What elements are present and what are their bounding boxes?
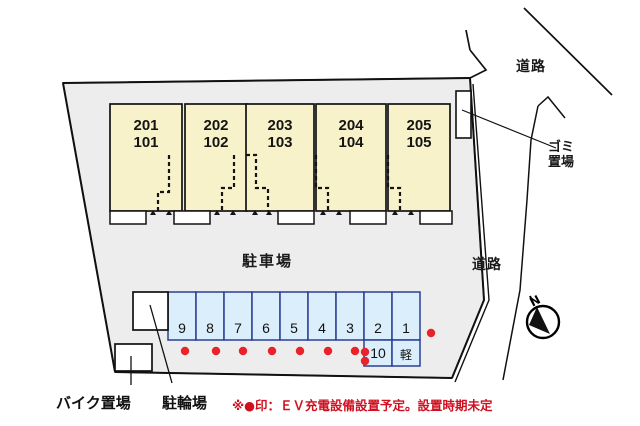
road-label-right: 道路 xyxy=(472,257,502,273)
unit-label-3: 203 103 xyxy=(246,117,314,152)
ev-charging-dots xyxy=(180,328,436,366)
motorbike-parking-box xyxy=(114,343,153,372)
stall-label-2: 2 xyxy=(374,320,382,336)
unit-lower-2: 102 xyxy=(203,133,229,151)
stall-label-1: 1 xyxy=(402,320,410,336)
parking-stall-row xyxy=(167,291,421,341)
road-line-right-inner xyxy=(454,83,490,383)
road-label-top: 道路 xyxy=(516,59,546,75)
stall-label-7: 7 xyxy=(234,320,242,336)
stall-label-5: 5 xyxy=(290,320,298,336)
road-line-top-ext xyxy=(465,29,471,51)
unit-upper-2: 202 xyxy=(203,117,229,134)
parking-area-label: 駐車場 xyxy=(242,252,294,270)
stall-label-kei: 軽 xyxy=(399,348,412,362)
bicycle-parking-leader xyxy=(149,304,173,384)
stall-label-9: 9 xyxy=(178,320,186,336)
parcel-bottom-edge xyxy=(114,371,453,379)
unit-upper-5: 205 xyxy=(406,117,432,134)
parcel-top-edge xyxy=(62,77,471,84)
garbage-area-label-line2: 置場 xyxy=(547,155,574,171)
stall-label-10: 10 xyxy=(370,345,386,361)
unit-lower-5: 105 xyxy=(406,133,432,151)
unit-lower-1: 101 xyxy=(133,133,159,151)
garbage-area-label: ゴミ 置場 xyxy=(546,140,576,171)
unit-label-4: 204 104 xyxy=(316,117,386,152)
garbage-area-label-line1: ゴミ xyxy=(547,140,574,155)
stall-label-3: 3 xyxy=(346,320,354,336)
parcel-left-edge xyxy=(62,82,116,373)
parcel-right-edge xyxy=(451,77,486,379)
stall-label-8: 8 xyxy=(206,320,214,336)
step-triangles xyxy=(150,210,414,215)
entrance-porch-boxes xyxy=(109,210,453,225)
unit-label-5: 205 105 xyxy=(388,117,450,152)
unit-lower-4: 104 xyxy=(338,133,364,151)
compass-rose xyxy=(525,295,561,340)
bicycle-parking-box xyxy=(132,291,169,331)
unit-upper-1: 201 xyxy=(133,117,159,134)
road-line-top-kink xyxy=(469,49,488,79)
stall-label-4: 4 xyxy=(318,320,326,336)
road-line-right-outer xyxy=(502,105,539,381)
road-line-upper-right xyxy=(523,7,613,96)
motorbike-parking-label: バイク置場 xyxy=(56,394,131,412)
unit-lower-3: 103 xyxy=(267,133,293,151)
unit-label-2: 202 102 xyxy=(185,117,247,152)
unit-label-1: 201 101 xyxy=(110,117,182,152)
garbage-area-box xyxy=(455,90,472,139)
unit-upper-4: 204 xyxy=(338,117,364,134)
stall-label-6: 6 xyxy=(262,320,270,336)
road-line-right-kink xyxy=(537,95,566,119)
parking-stall-row-2 xyxy=(363,339,421,367)
unit-block-5 xyxy=(387,103,451,212)
ev-charging-note: ※●印：ＥＶ充電設備設置予定。設置時期未定 xyxy=(232,398,493,413)
garbage-leader-line xyxy=(461,109,557,149)
unit-block-3 xyxy=(245,103,315,212)
unit-upper-3: 203 xyxy=(267,117,293,134)
stair-dashed-outlines xyxy=(156,153,402,211)
bicycle-parking-label: 駐輪場 xyxy=(162,394,208,412)
